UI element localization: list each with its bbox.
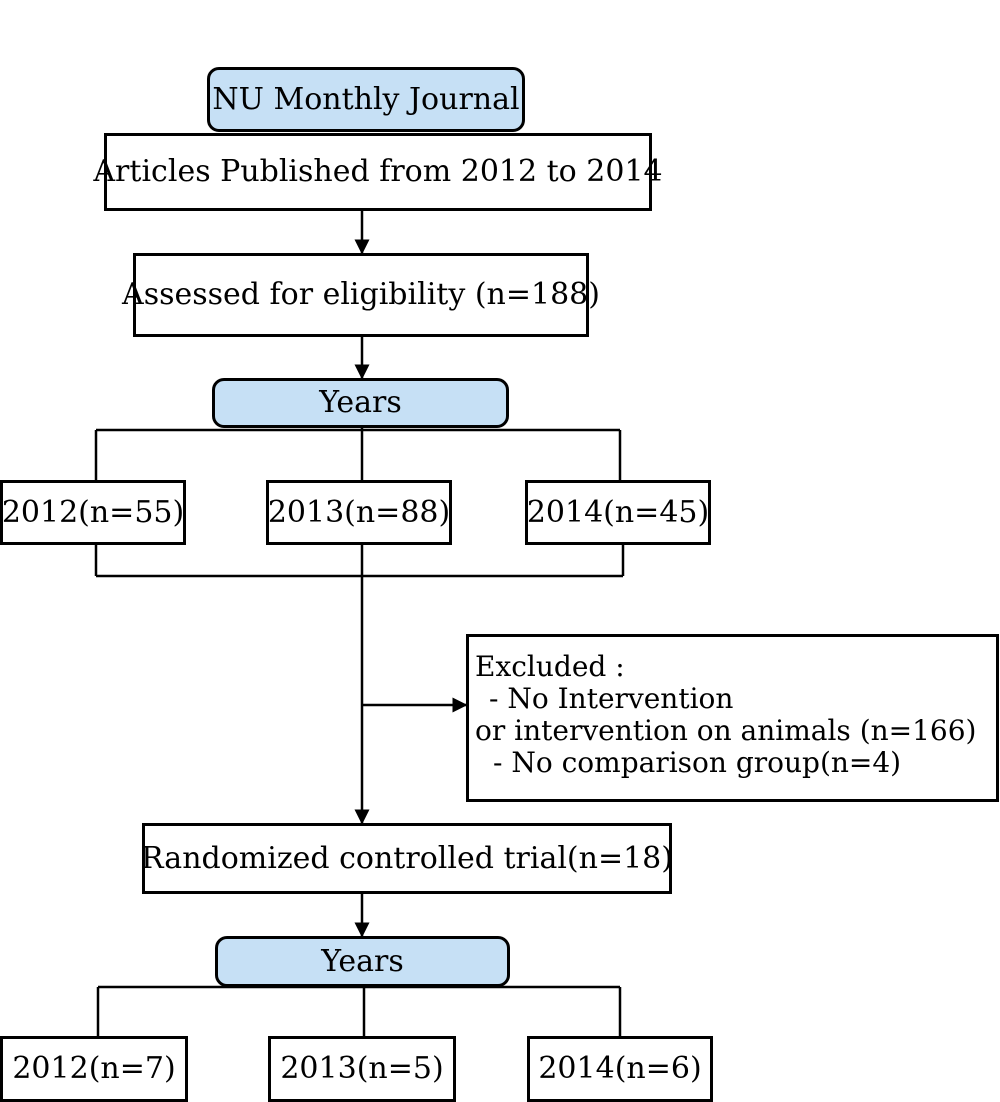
excluded-line-1: - No Intervention: [489, 682, 734, 715]
excluded-line-2: or intervention on animals (n=166): [475, 714, 977, 747]
rct-2014-label: 2014(n=6): [538, 1051, 702, 1086]
year-2014-label: 2014(n=45): [526, 494, 710, 530]
year-2014-box: 2014(n=45): [525, 480, 711, 545]
rct-2013-label: 2013(n=5): [280, 1051, 444, 1086]
year-2012-box: 2012(n=55): [0, 480, 186, 545]
excluded-box: Excluded : - No Intervention or interven…: [466, 634, 999, 802]
years-header-1: Years: [212, 378, 509, 428]
excluded-line-3: - No comparison group(n=4): [493, 746, 902, 779]
years-header-2: Years: [215, 936, 510, 987]
excluded-title: Excluded :: [475, 650, 625, 683]
rct-box: Randomized controlled trial(n=18): [141, 823, 673, 894]
rct-2012-box: 2012(n=7): [0, 1036, 188, 1102]
rct-2013-box: 2013(n=5): [268, 1036, 456, 1102]
years-header-2-label: Years: [321, 943, 404, 979]
rct-2012-label: 2012(n=7): [12, 1051, 176, 1086]
rct-2014-box: 2014(n=6): [527, 1036, 713, 1102]
year-2013-box: 2013(n=88): [266, 480, 452, 545]
years-header-1-label: Years: [319, 385, 402, 420]
journal-label: NU Monthly Journal: [212, 81, 520, 117]
assessed-label: Assessed for eligibility (n=188): [122, 277, 600, 312]
published-label: Articles Published from 2012 to 2014: [93, 154, 663, 189]
journal-box: NU Monthly Journal: [207, 67, 525, 132]
year-2012-label: 2012(n=55): [1, 494, 185, 530]
assessed-box: Assessed for eligibility (n=188): [122, 253, 600, 337]
rct-label: Randomized controlled trial(n=18): [141, 840, 673, 876]
published-box: Articles Published from 2012 to 2014: [93, 133, 663, 211]
year-2013-label: 2013(n=88): [267, 494, 451, 530]
